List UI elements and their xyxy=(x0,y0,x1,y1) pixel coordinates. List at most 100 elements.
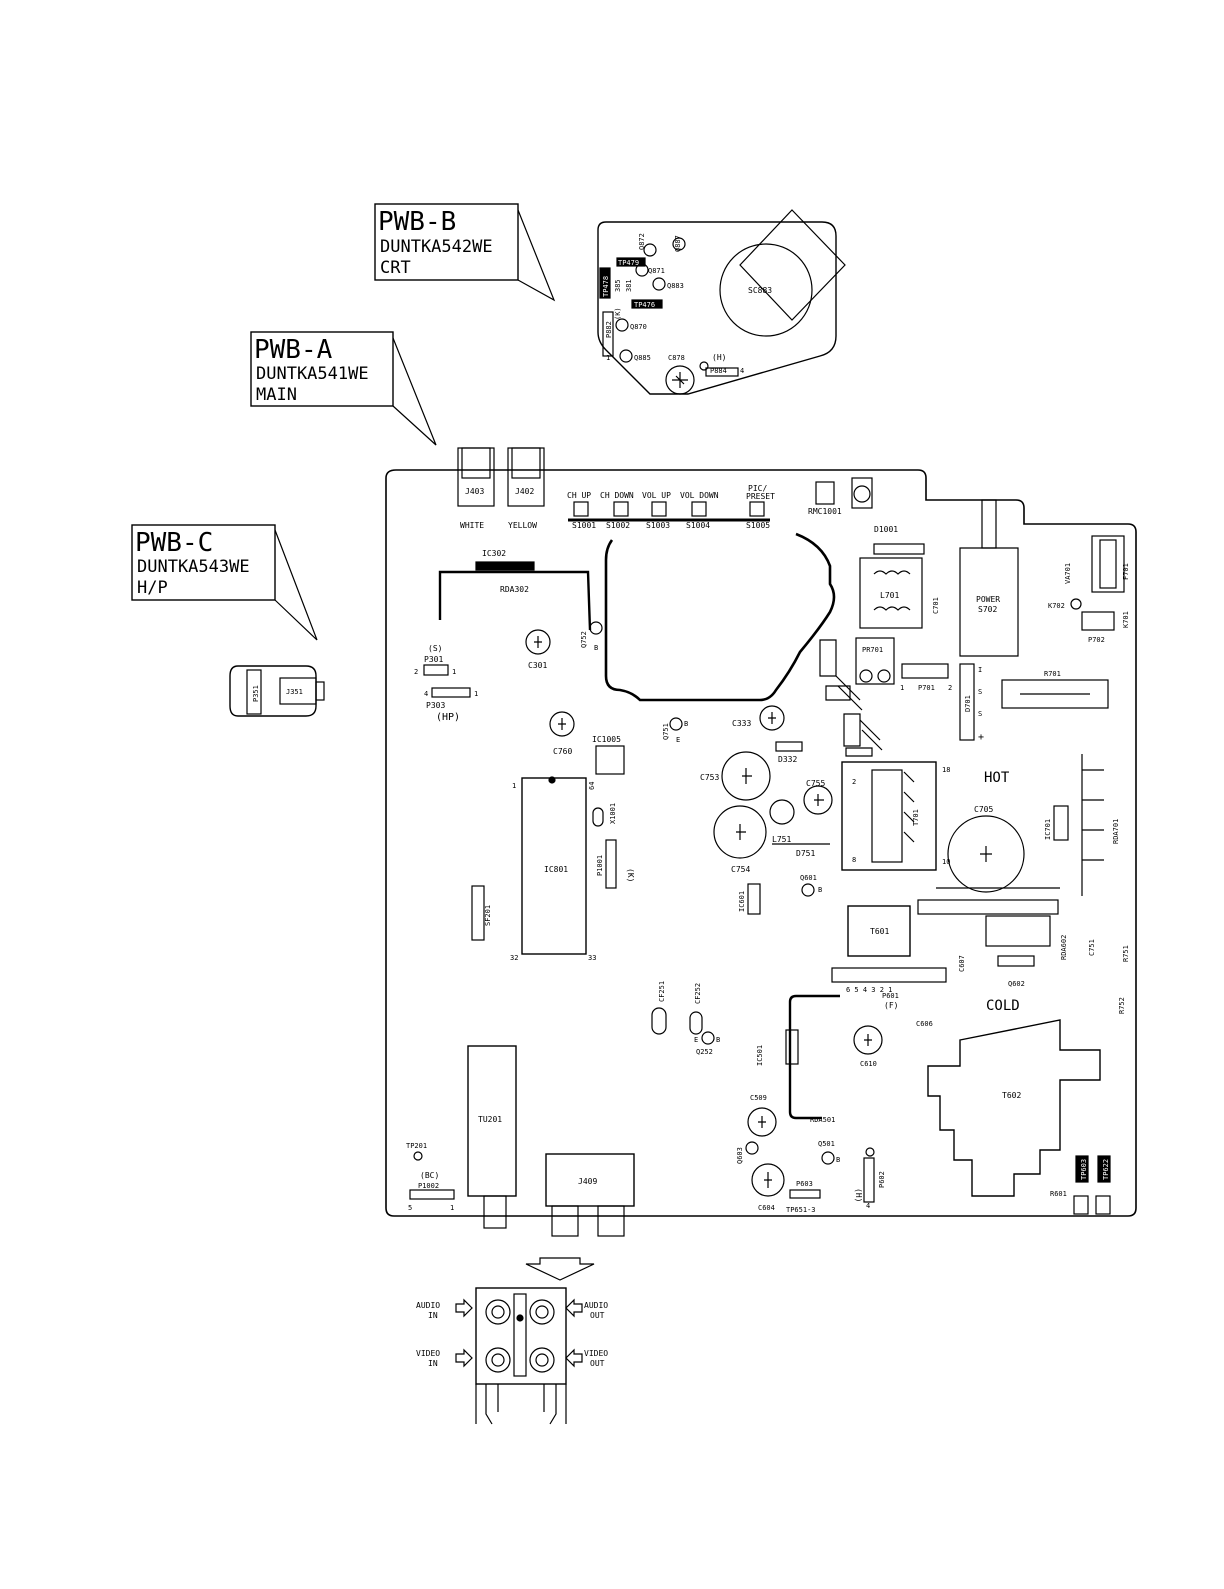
label-d332: D332 xyxy=(778,755,797,764)
label-j351: J351 xyxy=(286,688,303,696)
label-p602-pin: 4 xyxy=(866,1202,870,1210)
label-p301-l: 2 xyxy=(414,668,418,676)
label-p701-l: 1 xyxy=(900,684,904,692)
label-ic701: IC701 xyxy=(1044,819,1052,840)
label-p1002-l: 5 xyxy=(408,1204,412,1212)
label-rda501: RDA501 xyxy=(810,1116,835,1124)
label-pin32: 32 xyxy=(510,954,518,962)
label-cf252: CF252 xyxy=(694,983,702,1004)
label-p884: P884 xyxy=(710,367,727,375)
label-p882: P882 xyxy=(605,321,613,338)
label-h: (H) xyxy=(712,353,726,362)
label-p701: P701 xyxy=(918,684,935,692)
switch-s1003[interactable] xyxy=(651,501,667,517)
label-l701: L701 xyxy=(880,591,899,600)
callout-pwb-b: PWB-B DUNTKA542WE CRT xyxy=(374,203,556,302)
label-tu201: TU201 xyxy=(478,1115,502,1124)
label-r752: R752 xyxy=(1118,997,1126,1014)
label-rda701: RDA701 xyxy=(1112,819,1120,844)
label-r701: R701 xyxy=(1044,670,1061,678)
label-0: VIDEO xyxy=(584,1349,608,1358)
label-tp476: TP476 xyxy=(634,301,655,309)
label-hp: (HP) xyxy=(436,712,460,723)
label-cold: COLD xyxy=(986,998,1020,1014)
label-q887: Q887 xyxy=(674,235,682,252)
down-arrow-icon xyxy=(525,1257,595,1281)
label-0: AUDIO xyxy=(416,1301,440,1310)
label-label: PIC/ xyxy=(748,484,767,493)
label-c607: C607 xyxy=(958,955,966,972)
label-1: IN xyxy=(428,1311,438,1320)
label-label2: PRESET xyxy=(746,492,775,501)
label-l751: L751 xyxy=(772,835,791,844)
label-c760: C760 xyxy=(553,747,572,756)
label-q501-b: B xyxy=(836,1156,840,1164)
label-ref: S1003 xyxy=(646,521,670,530)
label-t701-10: 10 xyxy=(942,858,950,866)
label-c705: C705 xyxy=(974,805,993,814)
label-sc883: SC883 xyxy=(748,286,772,295)
video-in-arrow-icon xyxy=(455,1348,473,1368)
label-p1002-r: 1 xyxy=(450,1204,454,1212)
label-c753: C753 xyxy=(700,773,719,782)
label-k: (K) xyxy=(626,868,635,882)
switch-s1001[interactable] xyxy=(573,501,589,517)
label-s-lbl: S xyxy=(978,688,982,696)
label-s: (S) xyxy=(428,644,442,653)
label-ic601: IC601 xyxy=(738,891,746,912)
label-1: IN xyxy=(428,1359,438,1368)
label-q601-b: B xyxy=(818,886,822,894)
label-q751: Q751 xyxy=(662,723,670,740)
label-power: POWER xyxy=(976,595,1000,604)
label-x1001: X1001 xyxy=(609,803,617,824)
label-p601-pins: 6 5 4 3 2 1 xyxy=(846,986,892,994)
label-ic1005: IC1005 xyxy=(592,735,621,744)
label-c301: C301 xyxy=(528,661,547,670)
switch-s1005[interactable] xyxy=(749,501,765,517)
label-q751-e: E xyxy=(676,736,680,744)
label-c878: C878 xyxy=(668,354,685,362)
label-tp201: TP201 xyxy=(406,1142,427,1150)
callout-pwb-b-code: DUNTKA542WE xyxy=(380,237,493,257)
label-tp622: TP622 xyxy=(1102,1159,1110,1180)
label-t701-18: 18 xyxy=(942,766,950,774)
label-c604: C604 xyxy=(758,1204,775,1212)
label-q501: Q501 xyxy=(818,1140,835,1148)
label-white: WHITE xyxy=(460,521,484,530)
label-t701-2: 2 xyxy=(852,778,856,786)
switch-s1002[interactable] xyxy=(613,501,629,517)
label-t701: T701 xyxy=(912,809,920,826)
label-i-lbl: I xyxy=(978,666,982,674)
label-r751: R751 xyxy=(1122,945,1130,962)
label-label: VOL DOWN xyxy=(680,491,719,500)
label-p301-r: 1 xyxy=(452,668,456,676)
label-yellow: YELLOW xyxy=(508,521,537,530)
callout-pwb-a-title: PWB-A xyxy=(254,335,333,365)
label-rda602: RDA602 xyxy=(1060,935,1068,960)
hp-board: P351 J351 xyxy=(229,665,325,717)
label-k701: K701 xyxy=(1122,611,1130,628)
label-q883: Q883 xyxy=(667,282,684,290)
label-p884-pin: 4 xyxy=(740,367,744,375)
switch-s1004[interactable] xyxy=(691,501,707,517)
label-p303-r: 1 xyxy=(474,690,478,698)
label-q885: Q885 xyxy=(634,354,651,362)
audio-in-arrow-icon xyxy=(455,1298,473,1318)
callout-pwb-b-name: CRT xyxy=(380,258,411,278)
label-q601: Q601 xyxy=(800,874,817,882)
label-0: VIDEO xyxy=(416,1349,440,1358)
label-r2: 381 xyxy=(625,279,633,292)
label-ic501: IC501 xyxy=(756,1045,764,1066)
label-pr701: PR701 xyxy=(862,646,883,654)
crt-socket-sc883 xyxy=(719,243,813,337)
main-board: J403 J402 WHITE YELLOW CH UP CH DOWN VOL… xyxy=(385,447,1137,1237)
label-label: CH DOWN xyxy=(600,491,634,500)
label-p601: P601 xyxy=(882,992,899,1000)
label-p303: P303 xyxy=(426,701,445,710)
crt-board: SC883 Q872 Q887 Q871 Q883 Q870 Q885 TP47… xyxy=(597,209,846,395)
label-pin1: 1 xyxy=(606,354,610,362)
label-t701-8: 8 xyxy=(852,856,856,864)
label-q602: Q602 xyxy=(1008,980,1025,988)
